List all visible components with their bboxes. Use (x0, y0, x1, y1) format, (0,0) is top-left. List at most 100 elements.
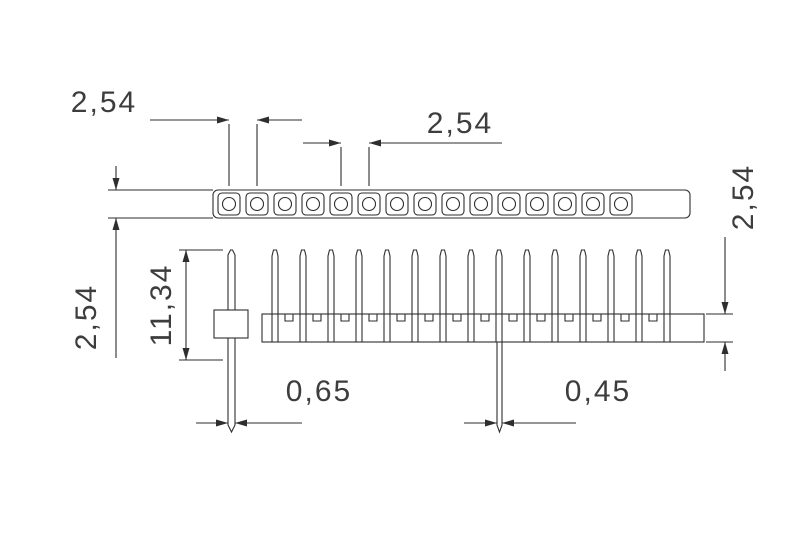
pad (329, 192, 353, 216)
pad-hole (277, 196, 293, 212)
dimension-round-pin-width (464, 419, 576, 427)
pad-hole (305, 196, 321, 212)
arrowhead (235, 419, 247, 427)
arrowhead (112, 178, 120, 190)
pad-row (217, 192, 633, 216)
arrowhead (369, 139, 381, 147)
pin (327, 249, 335, 342)
long-pin-tail (496, 342, 503, 434)
arrowhead (257, 116, 269, 124)
arrowhead (217, 116, 229, 124)
pad-hole (557, 196, 573, 212)
pin-notch (592, 314, 602, 322)
pin (495, 249, 503, 342)
pin-notch (508, 314, 518, 322)
pin-notch (620, 314, 630, 322)
pad (469, 192, 493, 216)
pin (663, 249, 671, 342)
arrowhead (502, 419, 514, 427)
dim-label-square-pin-width: 0,65 (286, 375, 352, 408)
front-view (261, 249, 705, 434)
pin (383, 249, 391, 342)
dimension-strip-height-left (108, 166, 213, 358)
dimension-pitch-top-center (303, 139, 502, 186)
arrowhead (182, 348, 190, 360)
pad (441, 192, 465, 216)
dimension-pin-length (179, 249, 223, 361)
arrowhead (182, 250, 190, 262)
single-pin-side-view (213, 249, 249, 434)
pin (579, 249, 587, 342)
pin (551, 249, 559, 342)
arrowhead (721, 342, 729, 354)
dimension-pitch-top-left (150, 116, 302, 186)
pin (439, 249, 447, 342)
pad (525, 192, 549, 216)
pad (301, 192, 325, 216)
pad (581, 192, 605, 216)
pad (385, 192, 409, 216)
single-pin-body (213, 309, 249, 339)
pin-notch (368, 314, 378, 322)
pad (609, 192, 633, 216)
pin (411, 249, 419, 342)
single-pin-top (227, 249, 236, 310)
pin-notch (424, 314, 434, 322)
pin-row (271, 249, 671, 342)
dimension-square-pin-width (196, 419, 302, 427)
arrowhead (485, 419, 497, 427)
pad-hole (613, 196, 629, 212)
pin-notch (648, 314, 658, 322)
pad-hole (249, 196, 265, 212)
notch-row (284, 314, 658, 322)
pad-hole (529, 196, 545, 212)
pin-notch (340, 314, 350, 322)
pin (271, 249, 279, 342)
pin-notch (452, 314, 462, 322)
pad (273, 192, 297, 216)
pad (357, 192, 381, 216)
pad-hole (221, 196, 237, 212)
pin-notch (396, 314, 406, 322)
pin (467, 249, 475, 342)
pad (245, 192, 269, 216)
pin-notch (284, 314, 294, 322)
dimension-header-height-right (706, 237, 733, 371)
arrowhead (112, 218, 120, 230)
pad (413, 192, 437, 216)
pin-notch (564, 314, 574, 322)
pad-hole (361, 196, 377, 212)
arrowhead (721, 302, 729, 314)
pad (217, 192, 241, 216)
pad-hole (501, 196, 517, 212)
dim-label-pitch-top-left: 2,54 (71, 86, 137, 119)
arrowhead (216, 419, 228, 427)
pin (299, 249, 307, 342)
dim-label-round-pin-width: 0,45 (565, 375, 631, 408)
strip-outline (212, 189, 691, 219)
pin (635, 249, 643, 342)
dim-label-pin-length: 11,34 (145, 264, 178, 347)
pin (355, 249, 363, 342)
single-pin-tail (227, 338, 236, 434)
dim-label-pitch-top-center: 2,54 (427, 107, 493, 140)
pin-notch (312, 314, 322, 322)
header-body-outline (261, 313, 705, 343)
pad-hole (473, 196, 489, 212)
pad-hole (445, 196, 461, 212)
pad-hole (417, 196, 433, 212)
pad (497, 192, 521, 216)
dim-label-header-height-right: 2,54 (727, 164, 760, 230)
dim-label-strip-height-left: 2,54 (70, 284, 103, 350)
pin-notch (536, 314, 546, 322)
pad-hole (333, 196, 349, 212)
pin (607, 249, 615, 342)
pad-hole (585, 196, 601, 212)
pin-notch (480, 314, 490, 322)
pad (553, 192, 577, 216)
pin (523, 249, 531, 342)
arrowhead (329, 139, 341, 147)
top-view (212, 189, 691, 219)
